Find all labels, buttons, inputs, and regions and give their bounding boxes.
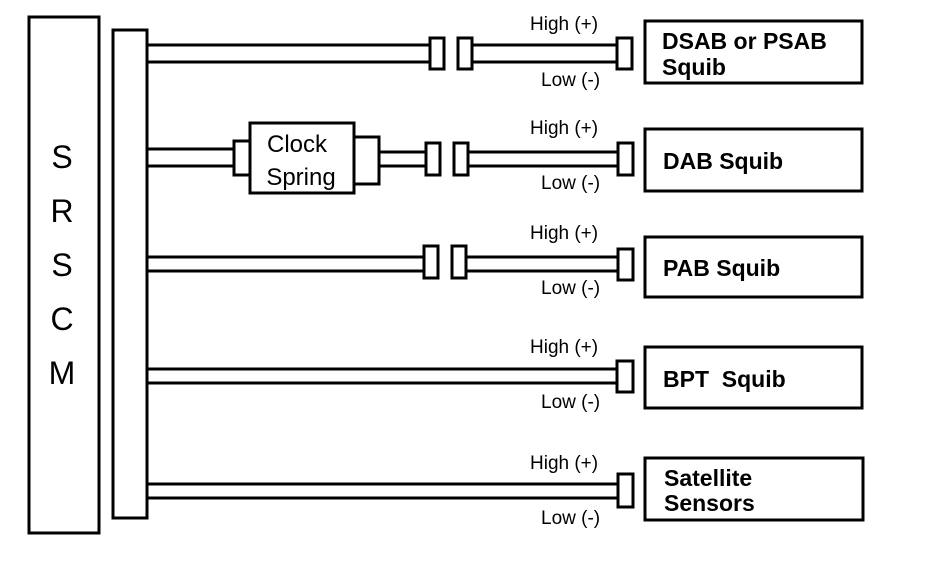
low-label: Low (-) xyxy=(541,70,600,91)
connector-half-left xyxy=(422,244,440,280)
srscm-letter: S xyxy=(51,247,72,283)
squib-box-dab xyxy=(643,127,864,193)
squib-label: BPT Squib xyxy=(663,366,786,392)
circuit-satellite-sensors xyxy=(147,456,865,522)
high-label: High (+) xyxy=(530,223,598,244)
clock-spring-label-line2: Spring xyxy=(266,164,335,191)
squib-box-bpt xyxy=(643,345,864,410)
srscm-letter: C xyxy=(50,301,73,337)
connector-half-left xyxy=(428,36,446,71)
squib-connector xyxy=(615,359,635,394)
squib-label-line1: Satellite xyxy=(664,465,752,491)
connector-half-right xyxy=(452,141,470,177)
connector-half-right xyxy=(450,244,468,280)
connector-half-left xyxy=(424,141,442,177)
squib-connector xyxy=(616,247,635,282)
high-label: High (+) xyxy=(530,118,598,139)
squib-label: PAB Squib xyxy=(663,255,780,281)
srscm-connector-bar xyxy=(111,28,149,520)
circuit-dab xyxy=(147,121,864,195)
srscm-letter: M xyxy=(49,355,76,391)
squib-box-pab xyxy=(643,235,864,299)
squib-box-satellite-sensors xyxy=(643,456,865,522)
high-label: High (+) xyxy=(530,337,598,358)
circuit-dsab-psab xyxy=(147,19,864,85)
clock-spring-label-line1: Clock xyxy=(267,131,328,158)
squib-label-line1: DSAB or PSAB xyxy=(662,28,827,54)
srscm-module-box xyxy=(27,15,101,535)
high-label: High (+) xyxy=(530,453,598,474)
srscm-letter: S xyxy=(51,139,72,175)
connector-half-right xyxy=(456,36,474,71)
low-label: Low (-) xyxy=(541,508,600,529)
high-label: High (+) xyxy=(530,14,598,35)
low-label: Low (-) xyxy=(541,392,600,413)
clock-spring-right-connector xyxy=(352,135,381,186)
srscm-letter: R xyxy=(50,193,73,229)
squib-connector xyxy=(616,141,635,177)
low-label: Low (-) xyxy=(541,173,600,194)
circuit-pab xyxy=(147,235,864,299)
clock-spring-left-connector xyxy=(232,139,252,177)
squib-label: DAB Squib xyxy=(663,148,783,174)
squib-label-line2: Squib xyxy=(662,54,726,80)
squib-connector xyxy=(616,472,635,509)
low-label: Low (-) xyxy=(541,278,600,299)
squib-label-line2: Sensors xyxy=(664,490,755,516)
squib-box-dsab-psab xyxy=(643,19,864,85)
squib-connector xyxy=(615,36,634,71)
circuit-bpt xyxy=(147,345,864,410)
